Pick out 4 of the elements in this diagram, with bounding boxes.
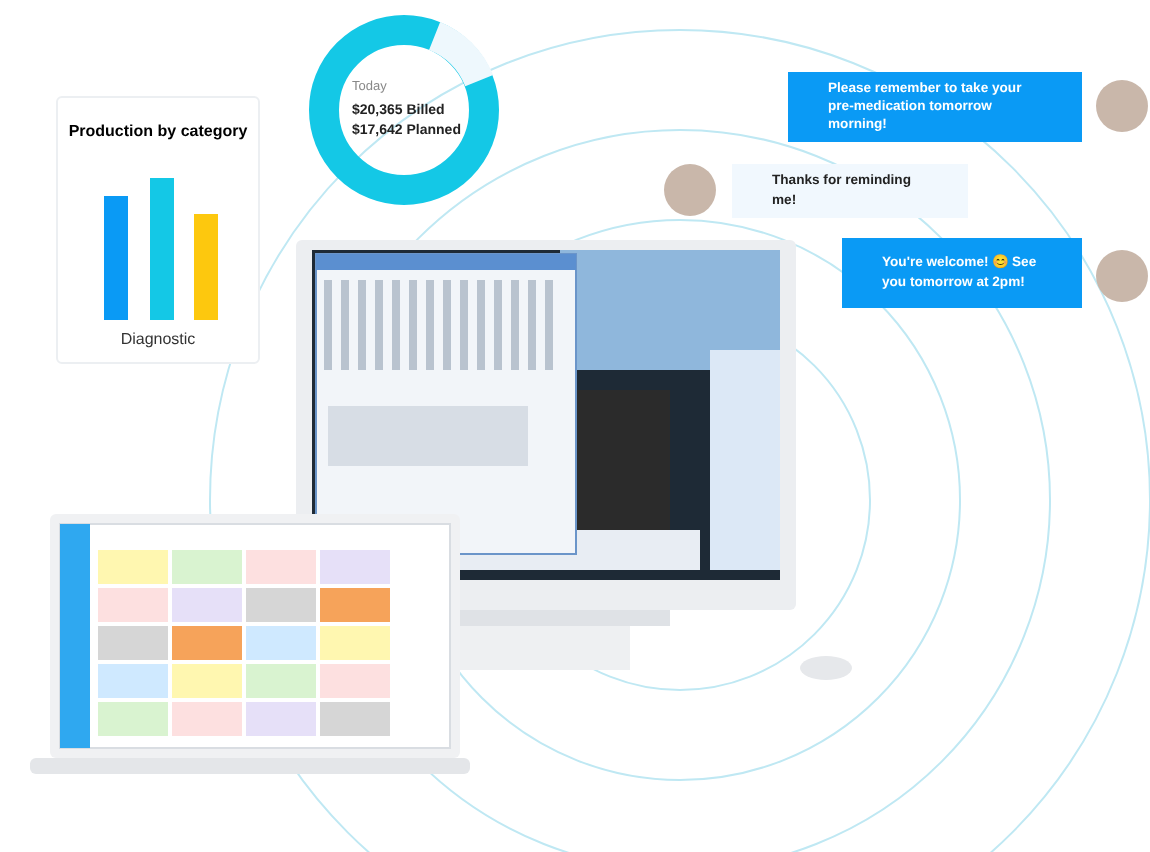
chart-card xyxy=(56,96,260,364)
axis-label: Diagnostic xyxy=(118,330,198,348)
donut-chart xyxy=(309,15,499,205)
chart-title: Production by category xyxy=(66,122,250,140)
